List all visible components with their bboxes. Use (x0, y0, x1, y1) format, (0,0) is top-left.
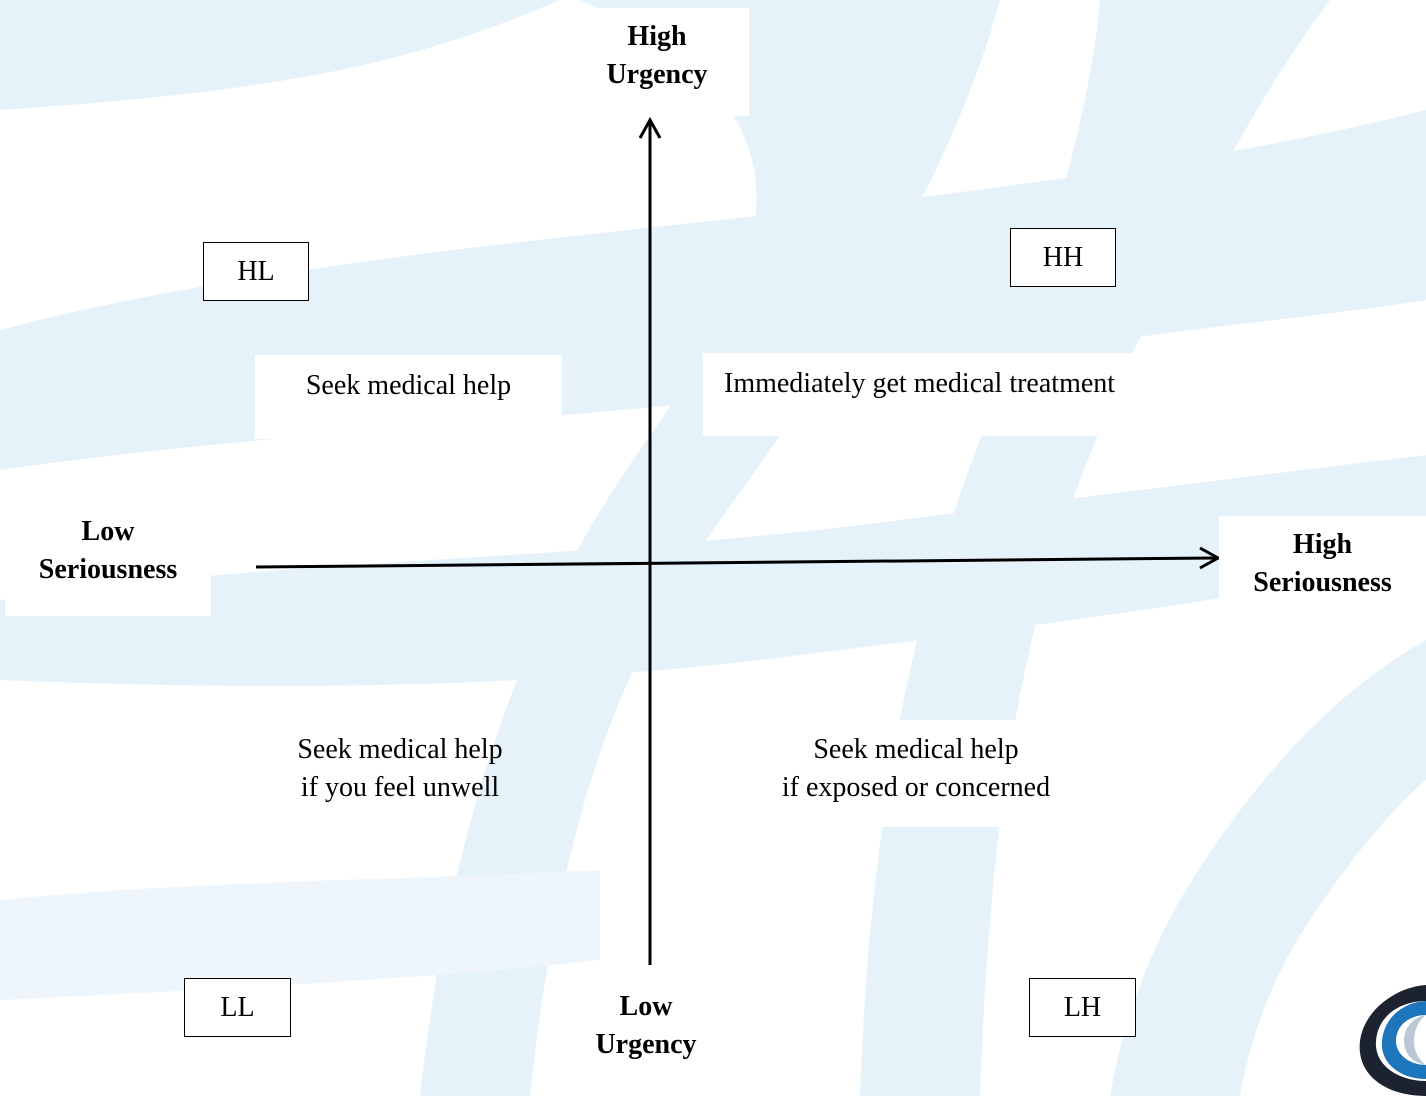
quadrant-advice-ll: Seek medical help if you feel unwell (262, 720, 538, 830)
quadrant-code-hl: HL (203, 242, 309, 301)
low-seriousness-label: Low Seriousness (5, 501, 211, 616)
high-seriousness-line-1: High (1292, 529, 1353, 560)
low-urgency-line-2: Urgency (595, 1029, 697, 1060)
high-urgency-label: High Urgency (565, 8, 749, 116)
advice-hl-line-1: Seek medical help (305, 370, 512, 401)
low-seriousness-line-2: Seriousness (38, 554, 178, 585)
quadrant-code-lh: LH (1029, 978, 1136, 1037)
organization-logo (1359, 985, 1426, 1096)
quadrant-advice-hl: Seek medical help (255, 355, 562, 439)
advice-ll-line-2: if you feel unwell (300, 772, 500, 803)
low-urgency-label: Low Urgency (568, 978, 724, 1096)
quadrant-code-hh: HH (1010, 228, 1116, 287)
low-seriousness-line-1: Low (81, 516, 135, 547)
high-urgency-line-1: High (627, 21, 687, 52)
high-seriousness-line-2: Seriousness (1253, 567, 1392, 598)
advice-ll-line-1: Seek medical help (297, 734, 503, 765)
advice-lh-line-2: if exposed or concerned (781, 772, 1051, 803)
high-seriousness-label: High Seriousness (1219, 516, 1426, 631)
advice-lh-line-1: Seek medical help (813, 734, 1019, 765)
quadrant-advice-hh: Immediately get medical treatment (703, 353, 1245, 436)
advice-hh-line-1: Immediately get medical treatment (724, 368, 1116, 399)
high-urgency-line-2: Urgency (606, 59, 708, 90)
quadrant-advice-lh: Seek medical help if exposed or concerne… (723, 720, 1109, 827)
low-urgency-line-1: Low (619, 991, 673, 1022)
quadrant-code-ll: LL (184, 978, 291, 1037)
